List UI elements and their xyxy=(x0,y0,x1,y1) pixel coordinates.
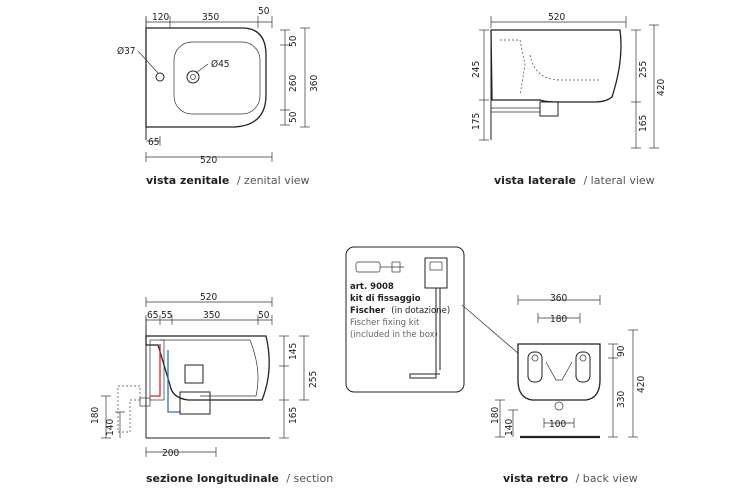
dim-55: 55 xyxy=(161,310,172,321)
fixing-slot-right xyxy=(575,351,591,383)
siphon xyxy=(179,391,211,415)
dim-65: 65 xyxy=(147,310,158,321)
drain-valve xyxy=(184,364,204,384)
dim-90: 90 xyxy=(616,345,627,357)
dim-50: 50 xyxy=(258,6,270,17)
bracket xyxy=(424,257,448,289)
dim-180: 180 xyxy=(550,314,567,325)
hot-water-pipe xyxy=(150,344,161,397)
kit-title-it: kit di fissaggio xyxy=(350,294,421,304)
dim-420: 420 xyxy=(636,376,647,393)
dim-360: 360 xyxy=(550,293,567,304)
dim-65: 65 xyxy=(148,137,159,148)
dim-165: 165 xyxy=(638,115,649,132)
dim-140: 140 xyxy=(105,419,116,436)
dim-120: 120 xyxy=(152,12,169,23)
dim-50a: 50 xyxy=(288,35,299,47)
bidet-side-outline xyxy=(490,29,622,103)
drain-hole xyxy=(186,70,200,84)
dim-420: 420 xyxy=(656,79,667,96)
dim-d45: Ø45 xyxy=(211,58,230,70)
dim-520: 520 xyxy=(200,292,217,303)
dim-200: 200 xyxy=(162,448,179,459)
section-view: 520 65 55 350 50 145 255 165 180 140 xyxy=(90,292,333,486)
dim-180b: 180 xyxy=(490,407,501,424)
dim-350: 350 xyxy=(203,310,220,321)
dim-255: 255 xyxy=(308,371,319,388)
wall-plug xyxy=(355,261,381,273)
dim-330: 330 xyxy=(616,391,627,408)
kit-article: art. 9008 xyxy=(350,282,394,292)
back-view: 360 180 90 330 420 180 140 100 vista ret… xyxy=(490,293,647,486)
kit-box xyxy=(345,246,465,393)
caption-back-view: vista retro / back view xyxy=(503,469,638,486)
dim-520: 520 xyxy=(200,155,217,166)
dim-260: 260 xyxy=(288,75,299,92)
fixing-kit-callout: art. 9008 kit di fissaggio Fischer (in d… xyxy=(345,246,541,393)
dim-245: 245 xyxy=(471,61,482,78)
bidet-back-outline xyxy=(517,343,601,401)
dim-100: 100 xyxy=(549,419,566,430)
caption-top-view: vista zenitale / zenital view xyxy=(146,171,310,188)
drain-outlet xyxy=(554,401,564,411)
kit-included: (included in the box) xyxy=(350,330,438,340)
kit-brand: Fischer (in dotazione) xyxy=(350,300,450,317)
dim-145: 145 xyxy=(288,343,299,360)
dim-50: 50 xyxy=(258,310,270,321)
tap-hole xyxy=(155,72,165,82)
caption-section-view: sezione longitudinale / section xyxy=(146,469,333,486)
cold-water-pipe xyxy=(167,350,180,413)
dim-180: 180 xyxy=(90,407,101,424)
lateral-view: 520 245 175 255 165 420 vista laterale /… xyxy=(471,12,667,188)
dim-520: 520 xyxy=(548,12,565,23)
dim-255: 255 xyxy=(638,61,649,78)
caption-lateral-view: vista laterale / lateral view xyxy=(494,171,655,188)
dim-360: 360 xyxy=(309,75,320,92)
drain-pipe xyxy=(539,101,559,117)
bidet-top-outline xyxy=(145,27,267,128)
bowl-outline xyxy=(173,41,261,115)
dim-50b: 50 xyxy=(288,111,299,123)
bidet-section-outline xyxy=(145,335,270,401)
dim-165: 165 xyxy=(288,407,299,424)
dim-d37: Ø37 xyxy=(117,45,136,57)
fixing-slot-left xyxy=(527,351,543,383)
top-view: 120 350 50 Ø37 Ø45 50 260 50 360 65 520 … xyxy=(117,6,320,188)
dim-140: 140 xyxy=(504,419,515,436)
dim-350: 350 xyxy=(202,12,219,23)
kit-title-en: Fischer fixing kit xyxy=(350,318,420,328)
dim-175: 175 xyxy=(471,113,482,130)
